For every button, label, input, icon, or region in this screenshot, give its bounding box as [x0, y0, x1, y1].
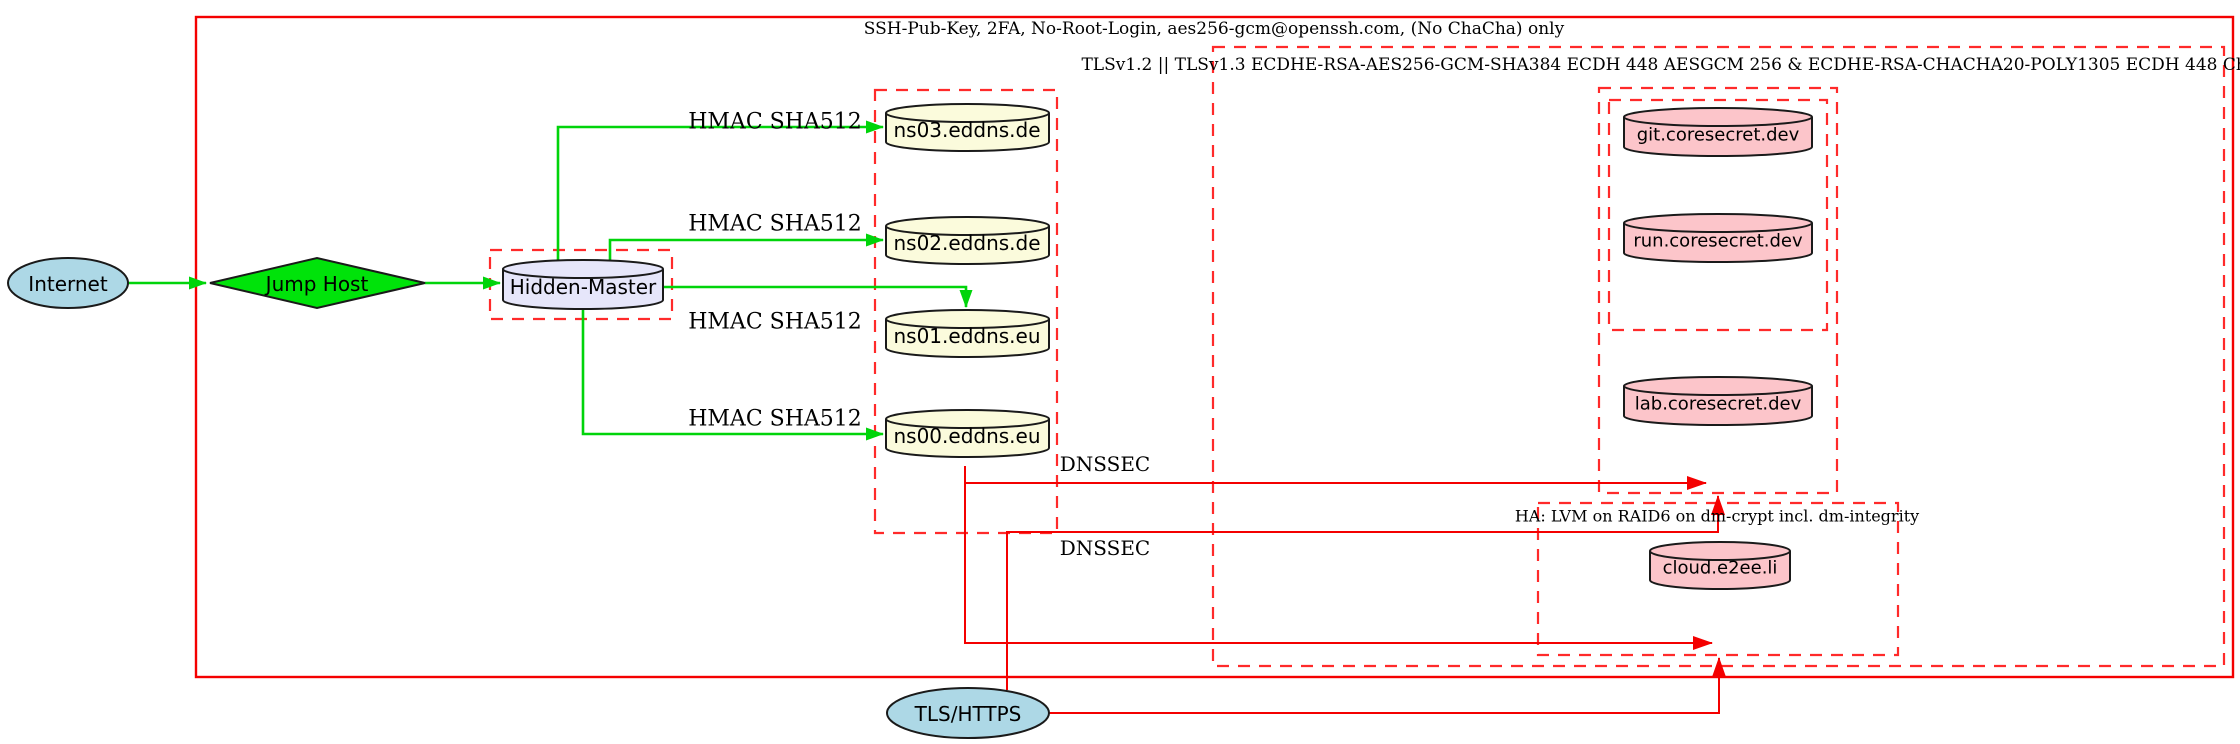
- hmac-edge-label-2: HMAC SHA512: [688, 211, 862, 237]
- edge-hiddenmaster-to-ns01: [663, 285, 973, 308]
- hmac-edge-label-1: HMAC SHA512: [688, 109, 862, 135]
- run-cylinder: [1623, 213, 1813, 263]
- ssh-cluster-label: SSH-Pub-Key, 2FA, No-Root-Login, aes256-…: [863, 19, 1565, 39]
- tls-cluster-box: [1211, 45, 2226, 668]
- git-node-label: git.coresecret.dev: [1636, 124, 1800, 146]
- edge-hiddenmaster-to-ns03: [556, 120, 884, 262]
- hmac-edge-label-3: HMAC SHA512: [688, 309, 862, 335]
- tls-https-node-label: TLS/HTTPS: [914, 702, 1022, 726]
- ns03-cylinder: [885, 103, 1050, 152]
- coresecret-outer-cluster-box: [1597, 86, 1839, 495]
- cloud-node-label: cloud.e2ee.li: [1662, 557, 1778, 579]
- ns02-node-label: ns02.eddns.de: [893, 231, 1041, 255]
- ssh-cluster-box: [194, 15, 2235, 679]
- ns03-node-label: ns03.eddns.de: [893, 118, 1041, 142]
- tls-cluster-label: TLSv1.2 || TLSv1.3 ECDHE-RSA-AES256-GCM-…: [1081, 55, 2240, 75]
- edge-tls-to-coresecret: [1006, 495, 1725, 690]
- edge-hiddenmaster-to-ns02: [608, 233, 884, 262]
- ns00-cylinder: [885, 409, 1050, 458]
- internet-node-shape: [7, 257, 129, 309]
- dnssec-edge-label-1: DNSSEC: [1059, 452, 1151, 476]
- edge-hiddenmaster-to-ns00: [581, 308, 884, 441]
- hidden-master-node-label: Hidden-Master: [509, 275, 657, 299]
- edge-tls-to-ha: [1049, 657, 1726, 714]
- ha-cluster-label: HA: LVM on RAID6 on dm-crypt incl. dm-in…: [1514, 506, 1920, 526]
- lab-node-label: lab.coresecret.dev: [1634, 393, 1802, 415]
- lab-cylinder: [1623, 376, 1813, 426]
- tls-https-node-shape: [886, 687, 1050, 739]
- internet-node-label: Internet: [28, 272, 108, 296]
- hmac-edge-label-4: HMAC SHA512: [688, 406, 862, 432]
- coresecret-inner-cluster-box: [1607, 98, 1829, 332]
- ns00-node-label: ns00.eddns.eu: [893, 424, 1041, 448]
- run-node-label: run.coresecret.dev: [1633, 230, 1803, 252]
- edge-dnssec-to-ha: [964, 483, 1713, 650]
- jump-host-node-label: Jump Host: [265, 272, 369, 296]
- ns02-cylinder: [885, 216, 1050, 265]
- ns01-cylinder: [885, 309, 1050, 358]
- jump-host-node-shape: [209, 256, 426, 310]
- ns01-node-label: ns01.eddns.eu: [893, 324, 1041, 348]
- cloud-cylinder: [1649, 541, 1791, 590]
- git-cylinder: [1623, 107, 1813, 157]
- hidden-master-cylinder: [502, 259, 664, 310]
- dnssec-edge-label-2: DNSSEC: [1059, 536, 1151, 560]
